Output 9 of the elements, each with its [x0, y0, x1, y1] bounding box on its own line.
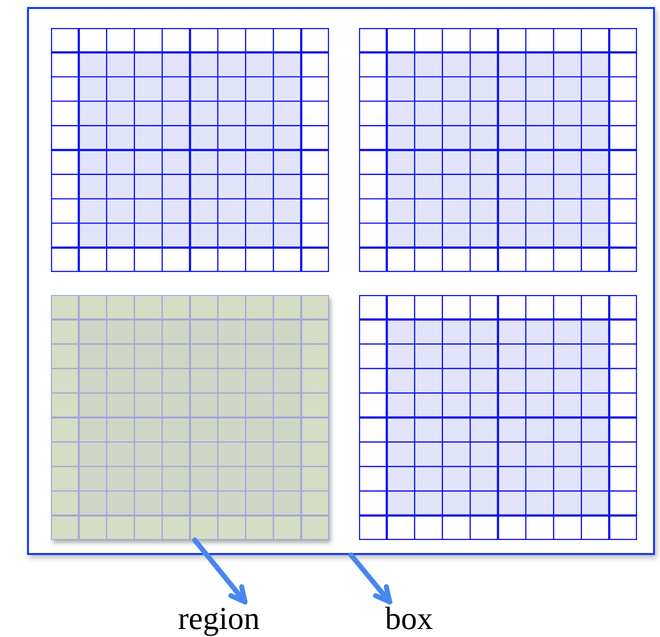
grid-drawing [51, 295, 329, 540]
arrow [348, 552, 392, 604]
label-text: box [385, 602, 433, 634]
label-text: region [178, 602, 260, 634]
grid-drawing [359, 295, 637, 540]
outer-box [27, 7, 655, 555]
grid-drawing [51, 28, 329, 272]
arrow [192, 538, 248, 604]
grid-drawing [359, 28, 637, 272]
